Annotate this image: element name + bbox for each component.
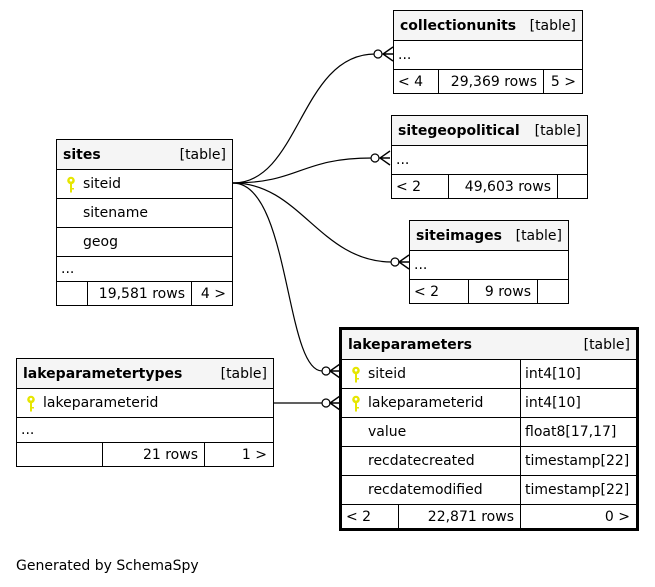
table-footer: 21 rows 1 > bbox=[17, 442, 273, 466]
ellipsis: ... bbox=[414, 257, 428, 273]
column-row-lakeparameterid[interactable]: lakeparameterid bbox=[17, 388, 273, 417]
table-kind: [table] bbox=[583, 336, 630, 353]
column-name: recdatecreated bbox=[368, 453, 475, 469]
table-header: sitegeopolitical [table] bbox=[392, 116, 587, 145]
column-name: value bbox=[368, 424, 407, 440]
row-count: 9 rows bbox=[469, 280, 538, 303]
table-kind: [table] bbox=[515, 227, 562, 244]
ellipsis: ... bbox=[398, 47, 412, 63]
more-columns-row: ... bbox=[410, 250, 568, 279]
row-count: 22,871 rows bbox=[399, 505, 521, 528]
children-count[interactable]: 1 > bbox=[241, 446, 267, 463]
key-icon bbox=[352, 366, 360, 383]
key-icon bbox=[352, 395, 360, 412]
children-count[interactable]: 4 > bbox=[200, 285, 226, 302]
generated-by-note: Generated by SchemaSpy bbox=[16, 558, 199, 574]
table-header: siteimages [table] bbox=[410, 221, 568, 250]
column-name: recdatemodified bbox=[368, 482, 483, 498]
parents-count[interactable]: < 4 bbox=[394, 70, 439, 93]
more-columns-row: ... bbox=[394, 40, 582, 69]
edge-sites-lakeparameters bbox=[232, 182, 323, 372]
column-row-sitename[interactable]: sitename bbox=[57, 198, 232, 227]
column-name: geog bbox=[83, 234, 118, 250]
edge-sites-collectionunits bbox=[232, 53, 376, 184]
table-header: sites [table] bbox=[57, 140, 232, 169]
edge-sites-sitegeopolitical bbox=[232, 157, 373, 184]
column-name: siteid bbox=[368, 366, 407, 382]
more-columns-row: ... bbox=[17, 417, 273, 442]
primary-key-icon bbox=[67, 176, 75, 193]
primary-key-icon bbox=[27, 395, 35, 412]
optional-marker bbox=[373, 49, 383, 59]
column-row-geog[interactable]: geog bbox=[57, 227, 232, 256]
column-name: sitename bbox=[83, 205, 148, 221]
table-collectionunits[interactable]: collectionunits [table] ... < 4 29,369 r… bbox=[393, 10, 583, 94]
parents-count[interactable]: < 2 bbox=[342, 505, 399, 528]
children-count[interactable] bbox=[538, 280, 568, 303]
column-row-recdatecreated[interactable]: recdatecreated timestamp[22] bbox=[342, 446, 636, 475]
table-kind: [table] bbox=[529, 17, 576, 34]
table-footer: < 2 9 rows bbox=[410, 279, 568, 303]
table-siteimages[interactable]: siteimages [table] ... < 2 9 rows bbox=[409, 220, 569, 304]
parents-count[interactable] bbox=[57, 282, 88, 305]
column-name: lakeparameterid bbox=[368, 395, 484, 411]
crowfoot-marker bbox=[378, 150, 391, 166]
table-footer: < 4 29,369 rows 5 > bbox=[394, 69, 582, 93]
optional-marker bbox=[370, 153, 380, 163]
column-row-siteid[interactable]: siteid int4[10] bbox=[342, 359, 636, 388]
ellipsis: ... bbox=[396, 152, 410, 168]
table-lakeparametertypes[interactable]: lakeparametertypes [table] lakeparameter… bbox=[16, 358, 274, 467]
table-header: collectionunits [table] bbox=[394, 11, 582, 40]
column-type: int4[10] bbox=[520, 389, 645, 417]
column-name: lakeparameterid bbox=[43, 395, 159, 411]
crowfoot-marker bbox=[328, 395, 341, 411]
column-type: float8[17,17] bbox=[520, 418, 645, 446]
children-count[interactable]: 5 > bbox=[550, 73, 576, 90]
table-name: siteimages bbox=[416, 227, 503, 244]
more-columns-row: ... bbox=[57, 256, 232, 281]
ellipsis: ... bbox=[21, 422, 35, 438]
children-count[interactable]: 0 > bbox=[604, 508, 630, 525]
table-header: lakeparametertypes [table] bbox=[17, 359, 273, 388]
parents-count[interactable]: < 2 bbox=[410, 280, 469, 303]
row-count: 19,581 rows bbox=[88, 282, 192, 305]
parents-count[interactable]: < 2 bbox=[392, 175, 449, 198]
ellipsis: ... bbox=[61, 261, 75, 277]
column-name: siteid bbox=[83, 176, 122, 192]
column-type: timestamp[22] bbox=[520, 476, 645, 504]
table-footer: 19,581 rows 4 > bbox=[57, 281, 232, 305]
table-name: lakeparameters bbox=[348, 336, 473, 353]
edge-sites-siteimages bbox=[232, 182, 393, 263]
table-kind: [table] bbox=[534, 122, 581, 139]
column-type: timestamp[22] bbox=[520, 447, 645, 475]
table-kind: [table] bbox=[220, 365, 267, 382]
column-type: int4[10] bbox=[520, 360, 645, 388]
crowfoot-marker bbox=[381, 46, 394, 62]
table-footer: < 2 22,871 rows 0 > bbox=[342, 504, 636, 528]
table-header: lakeparameters [table] bbox=[342, 330, 636, 359]
row-count: 29,369 rows bbox=[439, 70, 544, 93]
row-count: 49,603 rows bbox=[449, 175, 558, 198]
table-footer: < 2 49,603 rows bbox=[392, 174, 587, 198]
table-sites[interactable]: sites [table] siteid sitename geog ... 1… bbox=[56, 139, 233, 306]
column-row-lakeparameterid[interactable]: lakeparameterid int4[10] bbox=[342, 388, 636, 417]
table-name: collectionunits bbox=[400, 17, 517, 34]
table-lakeparameters[interactable]: lakeparameters [table] siteid int4[10] l… bbox=[339, 327, 639, 531]
table-name: lakeparametertypes bbox=[23, 365, 183, 382]
table-name: sites bbox=[63, 146, 101, 163]
column-row-recdatemodified[interactable]: recdatemodified timestamp[22] bbox=[342, 475, 636, 504]
children-count[interactable] bbox=[558, 175, 587, 198]
crowfoot-marker bbox=[397, 254, 410, 270]
more-columns-row: ... bbox=[392, 145, 587, 174]
table-sitegeopolitical[interactable]: sitegeopolitical [table] ... < 2 49,603 … bbox=[391, 115, 588, 199]
parents-count[interactable] bbox=[17, 443, 103, 466]
column-row-siteid[interactable]: siteid bbox=[57, 169, 232, 198]
row-count: 21 rows bbox=[103, 443, 205, 466]
table-kind: [table] bbox=[179, 146, 226, 163]
table-name: sitegeopolitical bbox=[398, 122, 520, 139]
column-row-value[interactable]: value float8[17,17] bbox=[342, 417, 636, 446]
crowfoot-marker bbox=[328, 363, 341, 379]
